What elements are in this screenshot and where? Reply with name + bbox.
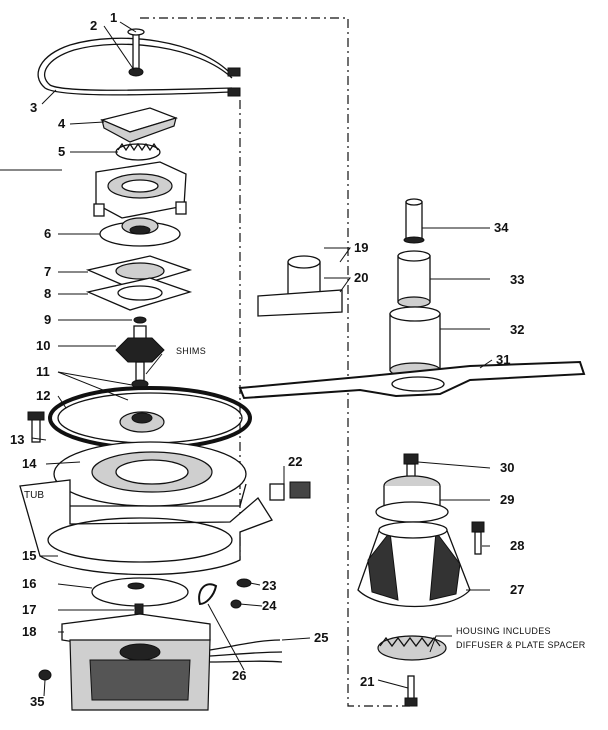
callout-29: 29 [500, 492, 514, 507]
part-31-spray-arm [238, 360, 586, 400]
callout-21: 21 [360, 674, 374, 689]
housing-note-line-1: HOUSING INCLUDES [456, 626, 551, 636]
diffuser-plate [377, 635, 447, 661]
housing-note-line-2: DIFFUSER & PLATE SPACER [456, 640, 586, 650]
part-30-cap [403, 453, 419, 479]
callout-33: 33 [510, 272, 524, 287]
part-3-wire-assembly [37, 28, 241, 97]
part-19-20-bearing [257, 255, 343, 317]
callout-6: 6 [44, 226, 51, 241]
callout-12: 12 [36, 388, 50, 403]
callout-10: 10 [36, 338, 50, 353]
callout-24: 24 [262, 598, 277, 613]
callout-17: 17 [22, 602, 36, 617]
callout-23: 23 [262, 578, 276, 593]
callout-9: 9 [44, 312, 51, 327]
part-14-base [53, 441, 247, 507]
callout-22: 22 [288, 454, 302, 469]
callout-26: 26 [232, 668, 246, 683]
leader-lines [31, 21, 493, 697]
callout-32: 32 [510, 322, 524, 337]
callout-labels: 1 2 3 4 5 6 7 8 9 10 11 12 13 14 15 16 1… [10, 10, 524, 709]
callout-31: 31 [496, 352, 510, 367]
callout-14: 14 [22, 456, 37, 471]
part-6-impeller-cover [99, 217, 181, 247]
part-35-screw [38, 669, 52, 681]
callout-1: 1 [110, 10, 117, 25]
pump-housing-block [93, 161, 187, 219]
part-5-gear [115, 142, 161, 161]
part-18-motor [61, 613, 283, 711]
shims-note: SHIMS [176, 346, 206, 356]
part-26-clip [198, 583, 218, 606]
part-21-screw [404, 675, 418, 707]
part-28-bolt [471, 521, 485, 555]
part-4-cap [99, 107, 178, 143]
part-15-tub-plate [19, 479, 273, 576]
callout-13: 13 [10, 432, 24, 447]
callout-11: 11 [36, 364, 50, 379]
part-33-tube [397, 250, 431, 308]
part-23-grommet [236, 578, 252, 588]
part-24-screw [230, 599, 242, 609]
callout-5: 5 [58, 144, 65, 159]
callout-3: 3 [30, 100, 37, 115]
part-16-disc [91, 577, 189, 607]
callout-7: 7 [44, 264, 51, 279]
callout-4: 4 [58, 116, 66, 131]
callout-35: 35 [30, 694, 44, 709]
callout-34: 34 [494, 220, 509, 235]
part-10-impeller [115, 316, 165, 389]
callout-2: 2 [90, 18, 97, 33]
part-12-seal-ring [48, 386, 252, 450]
part-13-bolt [27, 411, 45, 443]
callout-8: 8 [44, 286, 51, 301]
callout-25: 25 [314, 630, 328, 645]
part-7-8-plates [85, 255, 193, 311]
callout-30: 30 [500, 460, 514, 475]
callout-27: 27 [510, 582, 524, 597]
part-22-filter [269, 481, 311, 501]
callout-16: 16 [22, 576, 36, 591]
part-32-tube [389, 306, 441, 378]
part-27-housing [357, 521, 471, 608]
tub-label: TUB [24, 490, 44, 501]
callout-20: 20 [354, 270, 368, 285]
part-29-pump-top [375, 475, 449, 523]
callout-19: 19 [354, 240, 368, 255]
part-34-tube [403, 198, 425, 244]
callout-15: 15 [22, 548, 36, 563]
annotations: SHIMS TUB HOUSING INCLUDES DIFFUSER & PL… [24, 346, 586, 650]
callout-18: 18 [22, 624, 36, 639]
callout-28: 28 [510, 538, 524, 553]
